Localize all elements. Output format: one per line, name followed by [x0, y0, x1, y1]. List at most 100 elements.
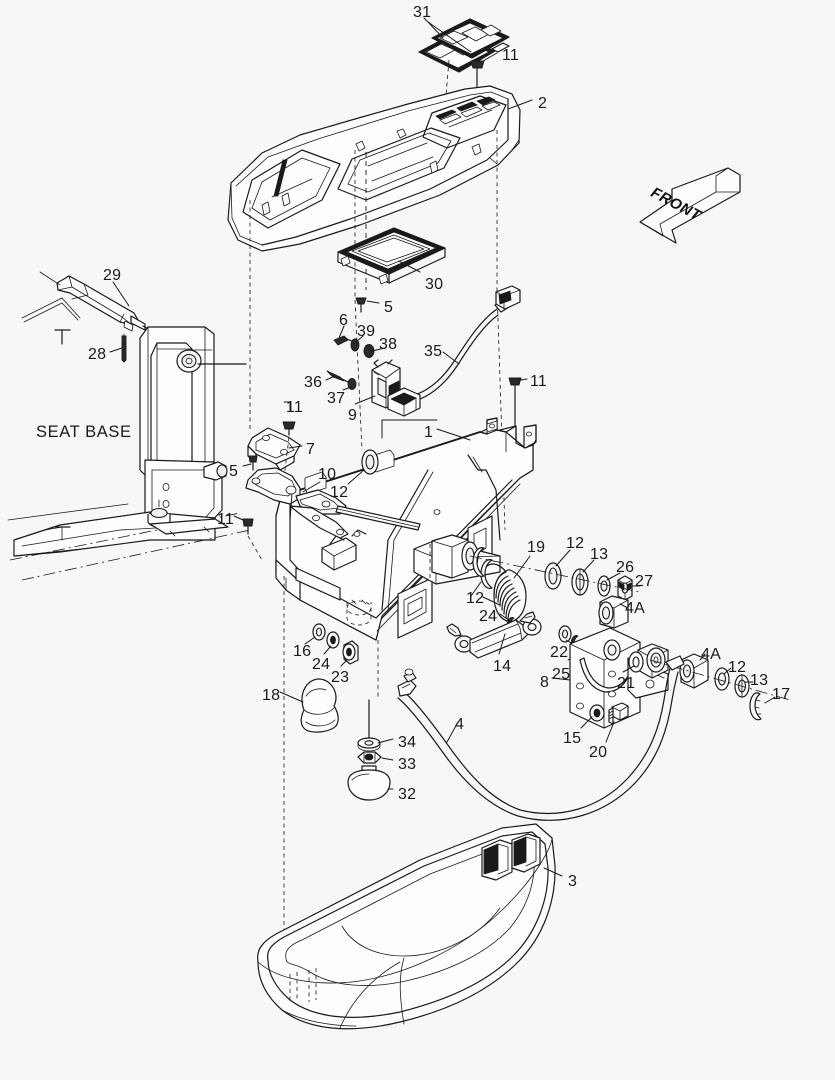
- callout-leader-5-bracket: [242, 463, 252, 467]
- callout-leader-10: [302, 481, 321, 493]
- callout-leader-12-mid: [347, 469, 365, 485]
- callout-leader-12-springleft: [470, 581, 482, 597]
- part-9-switch-holder-bracket: [371, 359, 421, 417]
- part-13-spring-washer-stack: [571, 568, 589, 596]
- callout-20-40: 20: [589, 744, 608, 761]
- callout-12-23: 12: [566, 535, 585, 552]
- callout-36-11: 36: [304, 374, 323, 391]
- part-24-snap-ring: [326, 631, 340, 649]
- callout-leader-37: [342, 386, 352, 391]
- callout-28-5: 28: [88, 346, 107, 363]
- part-12-plain-washer-right: [714, 667, 730, 691]
- callout-2-2: 2: [538, 95, 548, 112]
- callout-13-24: 13: [590, 546, 609, 563]
- part-1-console-main-frame: [275, 417, 537, 641]
- callout-leader-13-stack: [582, 559, 595, 573]
- callout-leader-20: [605, 721, 615, 743]
- callout-24-42: 24: [312, 656, 331, 673]
- callout-5-6: 5: [384, 299, 394, 316]
- callout-25-31: 25: [552, 666, 571, 683]
- part-21-collar: [628, 651, 644, 673]
- callout-leader-28: [109, 347, 123, 353]
- part-14-gas-damper: [446, 611, 542, 659]
- part-28-cotter-pin: [121, 333, 127, 363]
- callout-17-36: 17: [772, 686, 791, 703]
- callout-leader-6: [338, 325, 345, 339]
- callout-leader-17: [764, 696, 776, 704]
- callout-leader-24: [323, 645, 332, 655]
- callout-leader-11-lowerleft: [233, 515, 244, 521]
- callout-leader-24-damper: [499, 613, 511, 622]
- seat-base-label: SEAT BASE: [36, 423, 132, 441]
- callout-leader-10b: [289, 493, 293, 521]
- callout-leader-11-right: [520, 378, 528, 381]
- callout-leader-1: [436, 428, 471, 441]
- part-30-switch-bezel-plate: [337, 227, 446, 285]
- callout-leader-4A-lower: [699, 653, 706, 661]
- callout-leader-12-damper: [482, 596, 501, 606]
- part-5-screw-upper: [355, 297, 367, 313]
- part-12-plain-washer-spring-left: [472, 547, 493, 589]
- part-32-rubber-stopper: [347, 765, 391, 801]
- callout-leader-18: [279, 691, 304, 703]
- callout-6-7: 6: [339, 312, 349, 329]
- part-37-washer: [347, 378, 357, 390]
- callout-leader-4A-upper: [619, 603, 629, 609]
- part-27-lock-nut: [617, 575, 633, 601]
- callout-leader-12-stack: [555, 549, 571, 567]
- callout-34-45: 34: [398, 734, 417, 751]
- part-12-washer-damper: [558, 625, 572, 643]
- callout-10-19: 10: [318, 466, 337, 483]
- callout-leader-11-bracket: [283, 401, 291, 411]
- callout-leader-3: [543, 867, 563, 877]
- part-4A-bushing-lower: [679, 653, 709, 689]
- callout-leader-2: [507, 99, 533, 110]
- part-17-e-retaining-ring: [749, 692, 762, 721]
- part-4-control-cable: [397, 655, 685, 821]
- part-31-switch-panel-frames: [418, 18, 510, 73]
- callout-leader-21: [622, 665, 635, 673]
- callout-38-9: 38: [379, 336, 398, 353]
- callout-13-35: 13: [750, 672, 769, 689]
- part-12-plain-washer-mid: [361, 449, 379, 475]
- part-39-washer: [350, 338, 360, 352]
- assembly-axis-cover-mid: [354, 150, 363, 451]
- callout-leader-11-top: [482, 52, 498, 62]
- callout-leader-33: [381, 757, 394, 761]
- callout-37-12: 37: [327, 390, 346, 407]
- callout-21-37: 21: [617, 675, 636, 692]
- callout-leader-1-box: [381, 419, 438, 439]
- part-33-hex-nut: [357, 751, 382, 764]
- callout-leader-4: [446, 721, 459, 743]
- callout-27-26: 27: [635, 573, 654, 590]
- callout-26-25: 26: [616, 559, 635, 576]
- callout-5-18: 5: [229, 463, 239, 480]
- part-5-screw-bracket: [248, 455, 258, 471]
- callout-8-38: 8: [540, 674, 550, 691]
- callout-leader-15: [580, 716, 593, 729]
- callout-9-13: 9: [348, 407, 358, 424]
- part-12-plain-washer-stack: [544, 562, 562, 590]
- callout-leader-14: [498, 633, 506, 655]
- callout-18-44: 18: [262, 687, 281, 704]
- callout-4-48: 4: [455, 716, 465, 733]
- callout-leader-30: [398, 260, 421, 273]
- assembly-axis-cover-right: [496, 130, 506, 531]
- part-7-mounting-bracket: [247, 427, 301, 471]
- callout-15-39: 15: [563, 730, 582, 747]
- part-34-washer: [357, 737, 381, 752]
- callout-3-49: 3: [568, 873, 578, 890]
- part-18-shift-knob: [300, 678, 339, 733]
- callout-19-22: 19: [527, 539, 546, 556]
- callout-7-17: 7: [306, 441, 316, 458]
- callout-leader-29: [112, 281, 130, 307]
- callout-1-15: 1: [424, 424, 434, 441]
- callout-31-0: 31: [413, 4, 432, 21]
- callout-4A-33: 4A: [701, 646, 721, 663]
- callout-29-4: 29: [103, 267, 122, 284]
- callout-22-30: 22: [550, 644, 569, 661]
- seat-base-assembly: [7, 297, 251, 581]
- callout-11-16: 11: [286, 399, 304, 416]
